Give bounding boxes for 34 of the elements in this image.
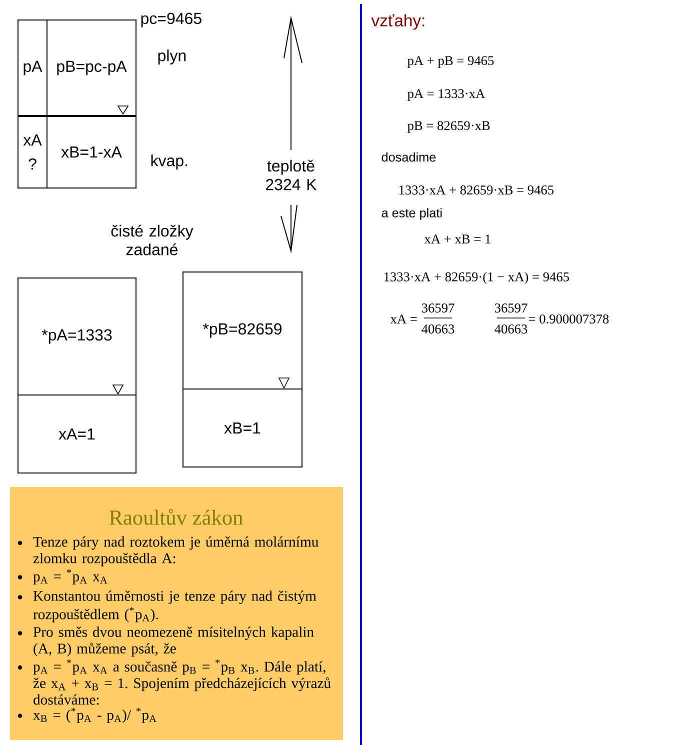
equation: pB = 82659·xB (407, 121, 490, 133)
equation: pA = 1333·xA (407, 89, 486, 101)
pressure-text: *pA=1333 (42, 329, 112, 344)
caption: čisté zložky zadané (111, 224, 194, 256)
pressure-label: pc=9465 (141, 12, 202, 28)
equation: xA = (390, 314, 417, 324)
list-item: Tenze páry nad roztokem je úměrná molárnímu zlomku rozpouštědla A: (33, 536, 318, 566)
pressure-text: pB=pc-pA (57, 60, 127, 76)
note-text: dosadime (382, 152, 436, 162)
numerator: 36597 (494, 304, 528, 312)
mole-fraction-text: xB=1 (224, 422, 260, 434)
equation: xA + xB = 1 (424, 234, 490, 244)
phase-label: plyn (158, 50, 186, 64)
note-text: a este plati (382, 208, 442, 220)
panel-heading: Raoultův zákon (109, 509, 243, 525)
equation: pA + pB = 9465 (407, 56, 494, 68)
list-item: p$_{A}$ = $^{*}$p$_{A}$ x$_{A}$ (33, 569, 108, 584)
list-item: p$_{A}$ = $^{*}$p$_{A}$ x$_{A}$ a současně p$_{B}$ = $^{*}$p$_{B}$ x$_{B}$. Dále platí, že x$_{A}$ + x$_{B}$ = 1. Spojením předcházejících výrazů dostáváme: (33, 659, 331, 705)
equation: 1333·xA + 82659·(1 − xA) = 9465 (384, 272, 569, 284)
temperature-label: teplotě 2324 K (266, 160, 317, 190)
numerator: 36597 (422, 304, 454, 312)
list-item: x$_{B}$ = ($^{*}$p$_{A}$ - p$_{A}$)/ $^{*}$p$_{A}$ (33, 708, 156, 723)
mole-fraction-text: xA=1 (58, 428, 95, 440)
mole-fraction-text: xA ? (23, 134, 42, 170)
phase-label: kvap. (151, 154, 188, 170)
equation: = 0.900007378 (528, 314, 609, 324)
mole-fraction-text: xB=1-xA (61, 146, 122, 158)
section-heading: vzťahy: (371, 14, 424, 30)
denominator: 40663 (422, 324, 454, 334)
pressure-text: pA (24, 60, 42, 76)
pressure-text: *pB=82659 (202, 323, 282, 338)
denominator: 40663 (494, 324, 528, 334)
list-item: Konstantou úměrnosti je tenze páry nad čistým rozpouštědlem ($^{*}$p$_{A}$). (33, 590, 316, 622)
equation: 1333·xA + 82659·xB = 9465 (399, 186, 554, 194)
